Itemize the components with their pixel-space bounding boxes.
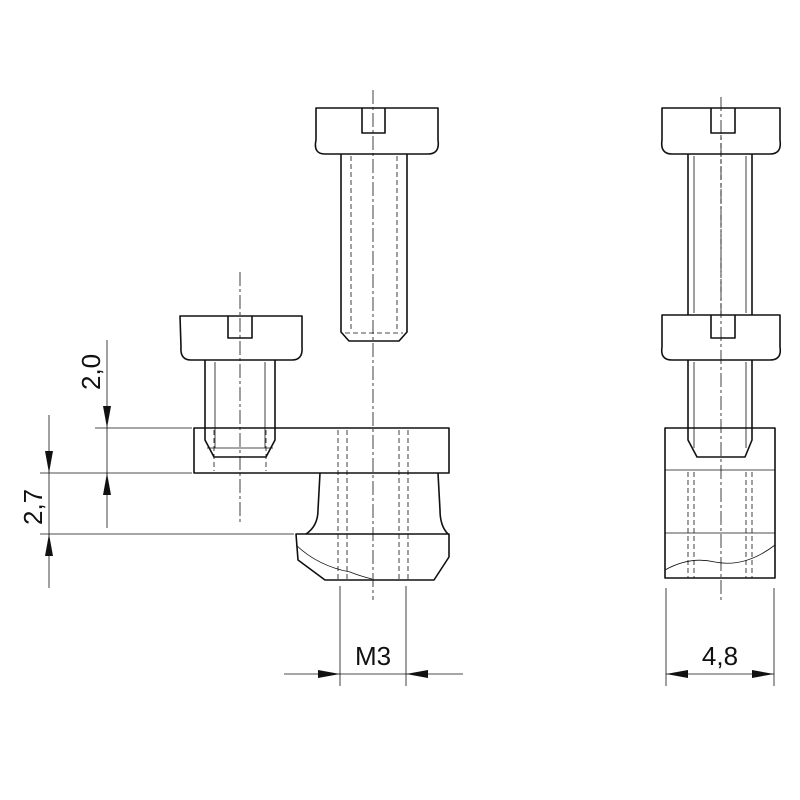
slot-nut-base	[295, 533, 450, 581]
arrow-icon	[45, 451, 53, 473]
slot-nut-neck-right	[437, 472, 449, 535]
arrow-icon	[752, 670, 774, 678]
dimension-label-upper: 2,0	[76, 354, 106, 390]
dimension-label-width: 4,8	[702, 641, 738, 671]
large-screw-shank	[340, 154, 408, 342]
front-nut-curve	[664, 544, 776, 571]
large-screw	[314, 107, 440, 342]
arrow-icon	[103, 473, 111, 495]
small-screw-head	[179, 315, 303, 361]
arrow-icon	[103, 406, 111, 428]
front-upper-screw-slot	[710, 108, 736, 134]
small-screw	[179, 315, 303, 458]
large-screw-slot	[361, 108, 386, 134]
arrow-icon	[318, 670, 340, 678]
front-lower-screw-slot	[710, 315, 736, 339]
front-upper-screw-head	[660, 107, 782, 155]
slot-nut-top-plate	[193, 427, 450, 474]
large-screw-head	[314, 107, 440, 155]
dimension-4-8: 4,8	[665, 588, 775, 686]
dimension-label-lower: 2,7	[18, 489, 48, 525]
dimension-2-7: 2,7	[18, 415, 294, 588]
dimension-label-thread: M3	[355, 641, 391, 671]
arrow-icon	[406, 670, 428, 678]
slot-nut-neck-left	[305, 472, 321, 535]
arrow-icon	[666, 670, 688, 678]
arrow-icon	[45, 534, 53, 556]
front-nut-block	[664, 427, 776, 579]
side-view	[179, 90, 450, 600]
dimension-2-0: 2,0	[76, 340, 192, 528]
slot-nut-curve	[295, 544, 373, 580]
dimension-m3: M3	[284, 586, 463, 686]
slot-nut	[193, 427, 450, 581]
front-lower-screw-shank	[687, 360, 753, 458]
front-view	[660, 97, 782, 600]
front-lower-screw-head	[660, 314, 782, 361]
